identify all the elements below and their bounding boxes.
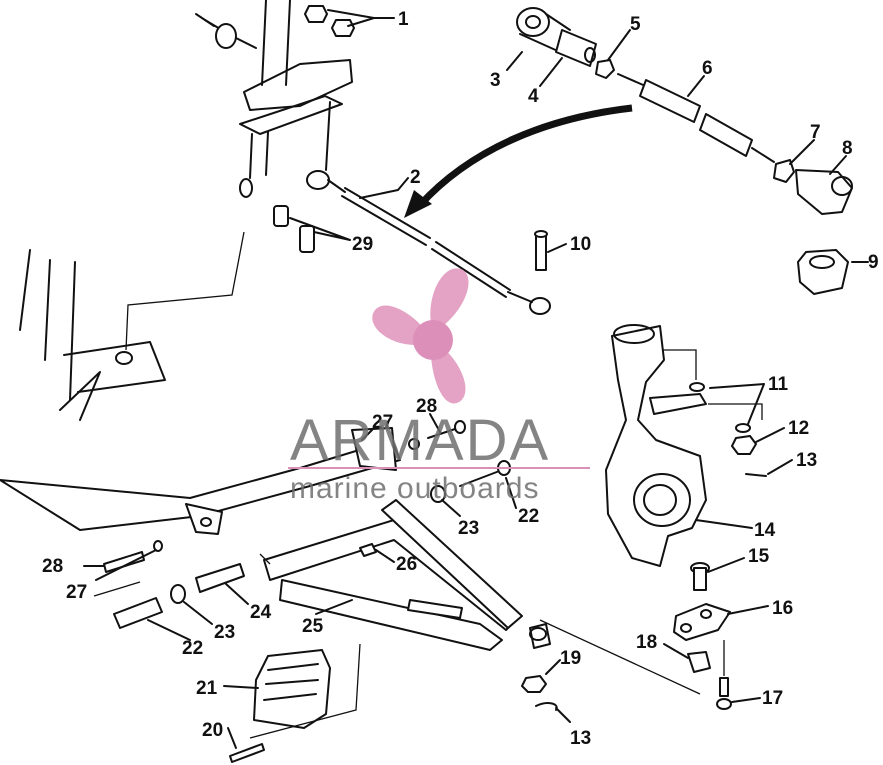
bolt-15 [690,562,710,591]
spacer-29 [273,205,315,253]
spindle-14 [605,324,707,567]
nut-1 [304,5,355,37]
washer-23b [170,584,186,604]
propeller-icon [372,268,469,404]
callout-22a: 22 [518,506,539,527]
nut-19 [521,675,547,693]
pin-10 [534,230,548,271]
cotter-pin-13a [745,473,767,477]
guard-plate-21 [253,649,331,729]
washer-23a [430,485,446,503]
washer-11 [689,382,751,433]
arrow [404,104,633,218]
callout-21: 21 [196,678,218,699]
leader-lines [83,9,869,749]
sleeve-4 [555,29,597,67]
callout-28a: 28 [416,396,437,417]
callout-19: 19 [560,648,581,669]
callout-7: 7 [810,122,821,143]
screw-17 [716,677,732,710]
watermark-tagline: marine outboards [290,472,539,505]
callout-12: 12 [788,418,809,439]
callout-13b: 13 [570,728,591,749]
callout-18: 18 [636,632,657,653]
callout-4: 4 [528,86,539,107]
rod-end-3 [516,7,571,53]
washer-27b [153,540,163,552]
callout-5: 5 [630,14,641,35]
cotter-pin-13b [535,702,558,711]
callout-27a: 27 [372,412,393,433]
callout-23a: 23 [458,518,479,539]
watermark-brand: ARMADA [290,408,550,473]
steering-post [195,0,353,198]
callout-29: 29 [352,234,373,255]
adjuster-rod-6 [617,73,775,163]
callout-23b: 23 [214,622,235,643]
tie-rod [306,170,551,315]
bushing-9 [797,249,849,295]
jam-nut-7 [773,159,795,183]
bushing-24 [195,563,245,593]
jam-nut-5 [595,59,615,79]
callout-15: 15 [748,546,770,567]
callout-11: 11 [768,374,789,395]
callout-16: 16 [772,598,793,619]
callout-2: 2 [410,167,421,188]
callout-28b: 28 [42,556,63,577]
callout-26: 26 [396,554,417,575]
callout-22b: 22 [182,638,203,659]
ball-joint-plate-16 [673,603,731,641]
rod-end-8 [795,169,853,215]
screw-20 [229,743,265,763]
callout-24: 24 [250,602,272,623]
callout-3: 3 [490,70,501,91]
castle-nut-12 [731,435,757,455]
callout-labels: 1 2 3 4 5 6 7 8 9 10 29 11 12 13 14 15 1… [42,9,879,749]
callout-14: 14 [754,520,776,541]
bushing-19 [529,623,551,649]
callout-17: 17 [762,688,783,709]
frame-member [0,439,401,535]
bolt-28b [103,551,145,573]
a-arm-25 [263,499,523,651]
bolt-22b [113,597,163,629]
bolt-28a [427,420,466,439]
washer-27 [408,438,420,450]
grease-fitting-26 [359,543,377,557]
callout-25: 25 [302,616,324,637]
frame-rails [19,249,166,421]
callout-13a: 13 [796,450,817,471]
ball-joint-18 [687,651,711,673]
callout-8: 8 [842,138,853,159]
callout-1: 1 [398,9,409,30]
callout-10: 10 [570,234,591,255]
callout-27b: 27 [66,582,87,603]
callout-6: 6 [702,58,713,79]
callout-20: 20 [202,720,223,741]
watermark: ARMADA marine outboards [288,268,590,505]
callout-9: 9 [868,252,879,273]
